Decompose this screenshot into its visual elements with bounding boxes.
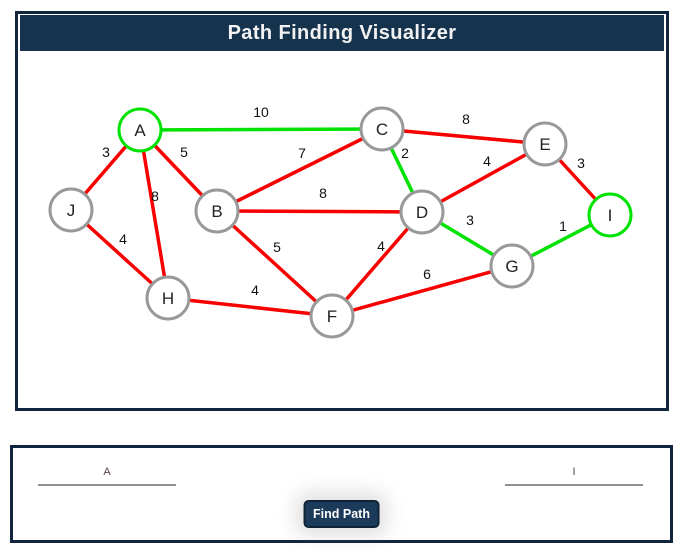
node-circle-D: [399, 189, 445, 235]
node-circle-B: [194, 188, 240, 234]
start-node-input[interactable]: [38, 462, 176, 486]
find-path-button[interactable]: Find Path: [303, 500, 380, 528]
node-A[interactable]: A: [117, 107, 163, 153]
node-circle-A: [117, 107, 163, 153]
node-label-A: A: [134, 121, 146, 140]
node-E[interactable]: E: [522, 121, 568, 167]
node-circle-H: [145, 275, 191, 321]
node-G[interactable]: G: [489, 243, 535, 289]
node-circle-J: [48, 187, 94, 233]
title-bar: Path Finding Visualizer: [20, 15, 664, 51]
node-label-H: H: [162, 289, 174, 308]
node-circle-C: [359, 106, 405, 152]
node-label-G: G: [505, 257, 518, 276]
node-B[interactable]: B: [194, 188, 240, 234]
node-label-B: B: [211, 202, 222, 221]
node-label-I: I: [608, 206, 613, 225]
page-title: Path Finding Visualizer: [227, 21, 457, 44]
node-label-D: D: [416, 203, 428, 222]
controls-panel: Find Path: [10, 445, 673, 543]
node-C[interactable]: C: [359, 106, 405, 152]
node-circle-G: [489, 243, 535, 289]
node-H[interactable]: H: [145, 275, 191, 321]
node-label-F: F: [327, 307, 337, 326]
node-label-E: E: [539, 135, 550, 154]
visualizer-window: Path Finding Visualizer: [15, 11, 669, 411]
node-label-C: C: [376, 120, 388, 139]
node-circle-F: [309, 293, 355, 339]
node-F[interactable]: F: [309, 293, 355, 339]
node-circle-E: [522, 121, 568, 167]
node-J[interactable]: J: [48, 187, 94, 233]
node-D[interactable]: D: [399, 189, 445, 235]
end-node-input[interactable]: [505, 462, 643, 486]
node-I[interactable]: I: [587, 192, 633, 238]
node-circle-I: [587, 192, 633, 238]
node-label-J: J: [67, 201, 76, 220]
